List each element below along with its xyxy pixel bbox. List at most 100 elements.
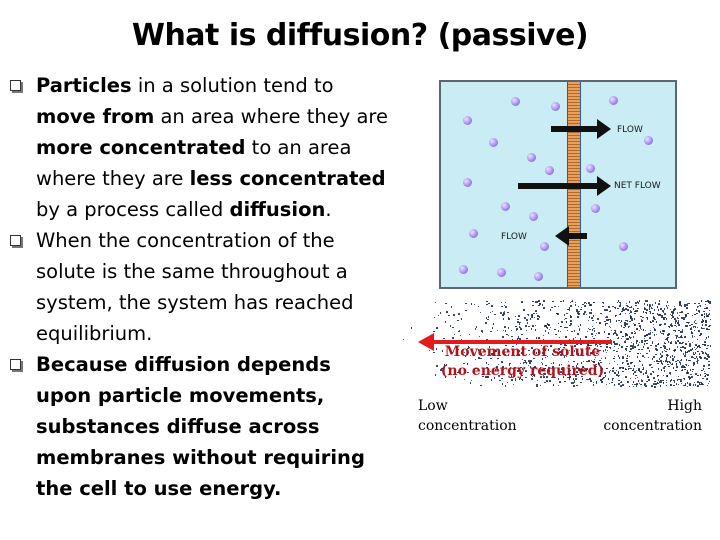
solute-dot bbox=[535, 352, 538, 354]
solute-dot bbox=[651, 340, 653, 343]
solute-dot bbox=[496, 366, 498, 368]
solute-dot bbox=[679, 304, 682, 306]
solute-dot bbox=[522, 362, 525, 365]
solute-dot bbox=[607, 305, 610, 308]
solute-dot bbox=[511, 339, 514, 341]
solute-dot bbox=[617, 355, 620, 357]
solute-dot bbox=[708, 367, 710, 370]
solute-dot bbox=[694, 348, 697, 351]
solute-dot bbox=[577, 325, 580, 328]
solute-dot bbox=[574, 301, 577, 304]
solute-dot bbox=[702, 327, 704, 330]
solute-dot bbox=[628, 325, 631, 328]
solute-dot bbox=[518, 323, 521, 325]
solute-dot bbox=[480, 353, 482, 355]
solute-dot bbox=[631, 369, 634, 372]
solute-dot bbox=[486, 339, 488, 341]
solute-dot bbox=[540, 344, 543, 347]
solute-dot bbox=[651, 370, 654, 373]
solute-dot bbox=[669, 372, 671, 374]
solute-dot bbox=[524, 361, 527, 363]
solute-dot bbox=[680, 311, 682, 313]
solute-dot bbox=[565, 317, 567, 320]
solute-dot bbox=[622, 384, 624, 386]
solute-dot bbox=[555, 333, 557, 336]
solute-dot bbox=[554, 305, 556, 308]
solute-dot bbox=[545, 324, 547, 327]
solute-dot bbox=[680, 380, 682, 382]
solute-dot bbox=[514, 378, 516, 380]
solute-dot bbox=[708, 300, 710, 303]
solute-dot bbox=[663, 308, 666, 310]
solute-dot bbox=[668, 326, 671, 328]
solute-dot bbox=[543, 372, 545, 375]
solute-dot bbox=[609, 321, 611, 323]
solute-dot bbox=[662, 330, 664, 332]
solute-dot bbox=[543, 376, 545, 378]
solute-dot bbox=[545, 364, 547, 367]
solute-dot bbox=[654, 386, 656, 388]
solute-dot bbox=[488, 302, 490, 305]
solute-dot bbox=[613, 384, 616, 386]
solute-dot bbox=[648, 350, 651, 352]
solute-dot bbox=[544, 356, 547, 359]
solute-dot bbox=[507, 354, 510, 357]
solute-dot bbox=[648, 308, 650, 310]
solute-dot bbox=[626, 338, 628, 340]
solute-dot bbox=[491, 353, 493, 356]
solute-dot bbox=[548, 328, 551, 330]
solute-dot bbox=[614, 332, 616, 334]
bullet-text-2: When the concentration of the solute is … bbox=[36, 229, 353, 345]
flow-left-arrow bbox=[555, 226, 587, 246]
solute-dot bbox=[676, 366, 678, 368]
bullet-segment: by a process called bbox=[36, 198, 230, 221]
solute-dot bbox=[689, 369, 692, 371]
solute-dot bbox=[568, 349, 571, 351]
solute-dot bbox=[613, 342, 616, 345]
solute-dot bbox=[656, 306, 659, 308]
solute-dot bbox=[685, 364, 688, 366]
solute-dot bbox=[688, 321, 691, 324]
solute-dot bbox=[702, 319, 705, 322]
solute-dot bbox=[698, 304, 701, 307]
solute-dot bbox=[557, 305, 560, 308]
solute-dot bbox=[702, 343, 704, 345]
solute-dot bbox=[674, 318, 676, 320]
solute-dot bbox=[628, 336, 631, 338]
solute-dot bbox=[604, 372, 606, 374]
solute-dot bbox=[616, 350, 618, 353]
high-line-2: concentration bbox=[603, 418, 702, 434]
solute-dot bbox=[580, 308, 582, 311]
solute-dot bbox=[487, 376, 489, 378]
solute-dot bbox=[703, 327, 706, 330]
solute-dot bbox=[611, 381, 613, 384]
solute-dot bbox=[517, 336, 520, 338]
solute-dot bbox=[695, 347, 698, 350]
solute-dot bbox=[630, 341, 633, 344]
solute-dot bbox=[701, 321, 703, 323]
solute-dot bbox=[604, 324, 607, 326]
solute-dot bbox=[681, 317, 683, 319]
solute-dot bbox=[639, 325, 641, 327]
solute-dot bbox=[684, 305, 686, 308]
solute-dot bbox=[616, 343, 618, 345]
solute-dot bbox=[587, 378, 589, 381]
solute-dot bbox=[569, 315, 572, 317]
solute-dot bbox=[689, 327, 692, 330]
solute-dot bbox=[675, 369, 677, 372]
solute-dot bbox=[520, 378, 522, 381]
solute-dot bbox=[613, 357, 615, 360]
solute-dot bbox=[506, 333, 508, 336]
solute-dot bbox=[537, 315, 539, 317]
solute-dot bbox=[612, 305, 614, 308]
solute-dot bbox=[480, 384, 482, 387]
solute-dot bbox=[635, 310, 637, 312]
solute-dot bbox=[708, 301, 710, 303]
solute-dot bbox=[646, 339, 648, 342]
solute-dot bbox=[609, 310, 611, 313]
solute-dot bbox=[683, 318, 685, 320]
solute-dot bbox=[571, 382, 573, 384]
solute-dot bbox=[609, 347, 612, 349]
solute-dot bbox=[677, 383, 680, 386]
solute-dot bbox=[440, 369, 442, 371]
